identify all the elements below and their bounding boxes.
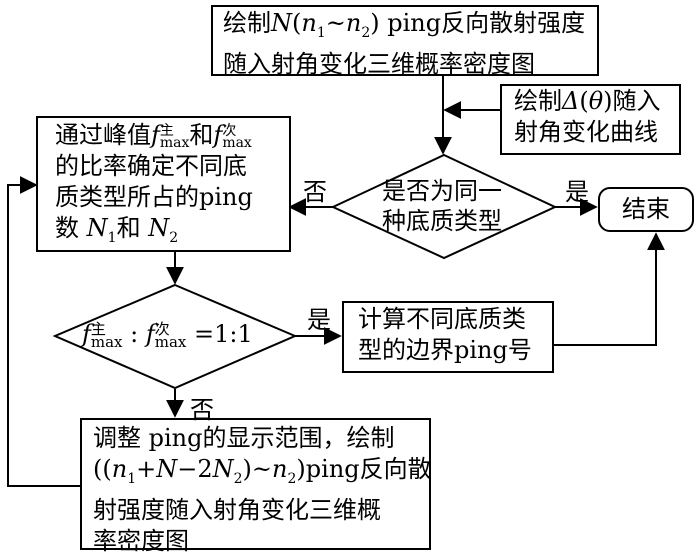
adjust-range-box: 调整 ping的显示范围，绘制 ((n1+N−2N2)~n2)ping反向散 射…	[80, 418, 432, 555]
plot-curve-line1: 绘制Δ(θ)随入	[514, 87, 661, 115]
plot-3d-line2: 随入射角变化三维概率密度图	[223, 49, 535, 78]
edge-label-yes-right: 是	[565, 178, 589, 206]
plot-3d-line1: 绘制N(n1~n2) ping反向散射强度	[223, 9, 586, 41]
edge-boundary-to-end	[554, 232, 665, 346]
end-label: 结束	[622, 195, 670, 223]
adjust-line3: 射强度随入射角变化三维概	[93, 495, 381, 524]
edge-label-no-down: 否	[190, 396, 214, 424]
plot-curve-line2: 射角变化曲线	[514, 118, 658, 146]
adjust-line4: 率密度图	[93, 526, 189, 555]
end-terminal: 结束	[598, 187, 694, 232]
boundary-line1: 计算不同底质类	[358, 305, 526, 333]
edge-adjust-loop	[7, 176, 80, 487]
decision-line2: 种底质类型	[382, 207, 502, 235]
plot-delta-curve-box: 绘制Δ(θ)随入 射角变化曲线	[500, 84, 681, 155]
edge-label-yes-mid: 是	[307, 306, 331, 334]
adjust-line2: ((n1+N−2N2)~n2)ping反向散	[93, 455, 432, 487]
ratio-line3: 质类型所占的ping	[55, 183, 253, 211]
ratio-line2: 的比率确定不同底	[55, 152, 247, 180]
decision-line1: 是否为同一	[382, 177, 502, 205]
ratio-line4: 数 N1和 N2	[55, 214, 179, 246]
adjust-line1: 调整 ping的显示范围，绘制	[93, 424, 395, 452]
boundary-ping-box: 计算不同底质类 型的边界ping号	[342, 301, 554, 373]
decision-same-type-shape	[330, 153, 558, 260]
decision-ratio-shape	[52, 283, 298, 390]
boundary-line2: 型的边界ping号	[358, 336, 532, 364]
decision-same-type-text: 是否为同一 种底质类型	[382, 176, 502, 236]
edge-label-no-left: 否	[303, 178, 327, 206]
plot-3d-probability-box: 绘制N(n1~n2) ping反向散射强度 随入射角变化三维概率密度图	[211, 5, 599, 78]
